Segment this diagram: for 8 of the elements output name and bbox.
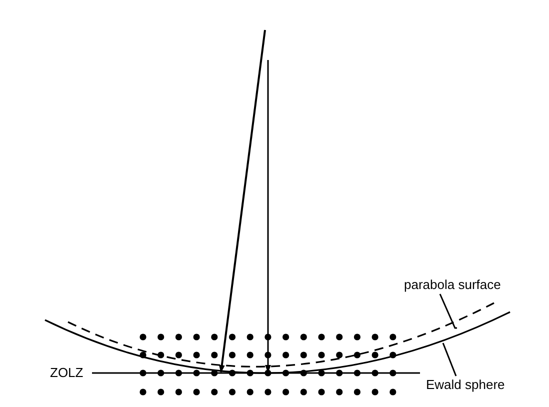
- beam-arrow: [265, 60, 271, 373]
- beam-arrow: [218, 30, 266, 373]
- leader-line: [442, 342, 457, 376]
- diagram-label: Ewald sphere: [426, 376, 532, 394]
- plane-label: ZOLZ: [50, 364, 84, 382]
- diagram-label: parabola surface: [404, 276, 526, 294]
- leader-line: [439, 294, 457, 329]
- parabola-curve: [68, 302, 494, 368]
